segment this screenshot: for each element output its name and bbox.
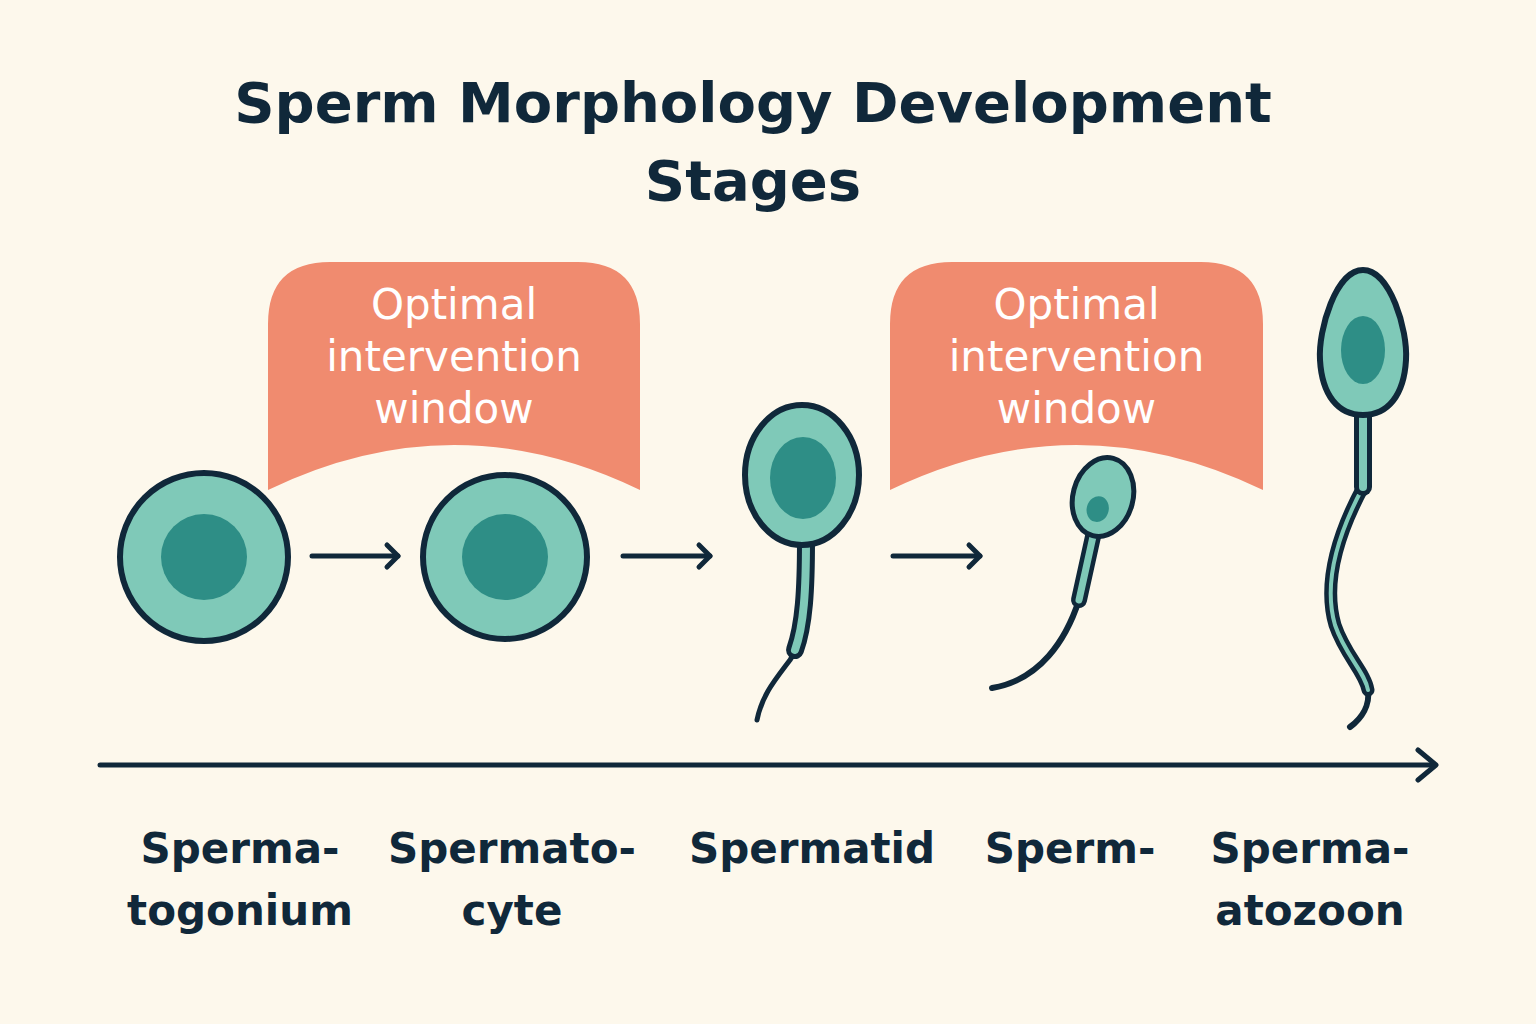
cell-midpiece <box>1079 532 1094 600</box>
cell-body <box>423 475 587 639</box>
stage-arrow <box>893 554 980 559</box>
cell-tail <box>795 540 806 650</box>
stage-arrow <box>623 554 710 559</box>
band-text: Optimal intervention window <box>304 279 604 435</box>
cell-head <box>1320 270 1406 415</box>
cell-tail <box>992 600 1079 688</box>
sperm-cell: Sperm- <box>988 457 1138 692</box>
cell-midpiece <box>1359 412 1367 487</box>
stage-label: Sperma- atozoon <box>1155 818 1465 942</box>
intervention-band: Optimal intervention window <box>890 262 1263 490</box>
cell-midpiece <box>1354 412 1372 487</box>
band-shape <box>268 262 640 490</box>
spermatid-cell: Spermatid <box>743 403 862 723</box>
timeline-arrowhead <box>1418 750 1436 780</box>
cell-body <box>120 473 288 641</box>
node-outline <box>988 457 1138 692</box>
cell-nucleus <box>161 514 247 600</box>
stage-arrow <box>312 554 398 559</box>
node-outline <box>1316 268 1410 730</box>
cell-nucleus <box>462 514 548 600</box>
band-text: Optimal intervention window <box>927 279 1227 435</box>
diagram-title: Sperm Morphology Development Stages <box>178 64 1328 220</box>
cell-head-group <box>1064 451 1143 544</box>
timeline-axis <box>100 763 1434 768</box>
cell-nucleus <box>1084 494 1112 525</box>
spermatozoon-cell: Sperma- atozoon <box>1316 268 1410 730</box>
spermatogonium-cell: Sperma- togonium <box>118 471 290 643</box>
stage-label: Spermato- cyte <box>357 818 667 942</box>
intervention-band: Optimal intervention window <box>268 262 640 490</box>
cell-tail <box>795 540 806 650</box>
cell-nucleus <box>1341 316 1385 384</box>
cell-head <box>745 405 859 545</box>
cell-midpiece <box>1079 532 1094 600</box>
cell-nucleus <box>770 437 836 519</box>
node-outline <box>421 473 589 641</box>
stage-label: Sperm- <box>915 818 1225 880</box>
stage-label: Sperma- togonium <box>85 818 395 942</box>
cell-tail <box>757 540 806 720</box>
cell-tail <box>1331 487 1368 690</box>
node-outline <box>743 403 862 723</box>
spermatocyte-cell: Spermato- cyte <box>421 473 589 641</box>
cell-tail <box>1331 487 1368 690</box>
band-shape <box>890 262 1263 490</box>
stage-label: Spermatid <box>657 818 967 880</box>
node-outline <box>118 471 290 643</box>
cell-head <box>1064 451 1143 544</box>
